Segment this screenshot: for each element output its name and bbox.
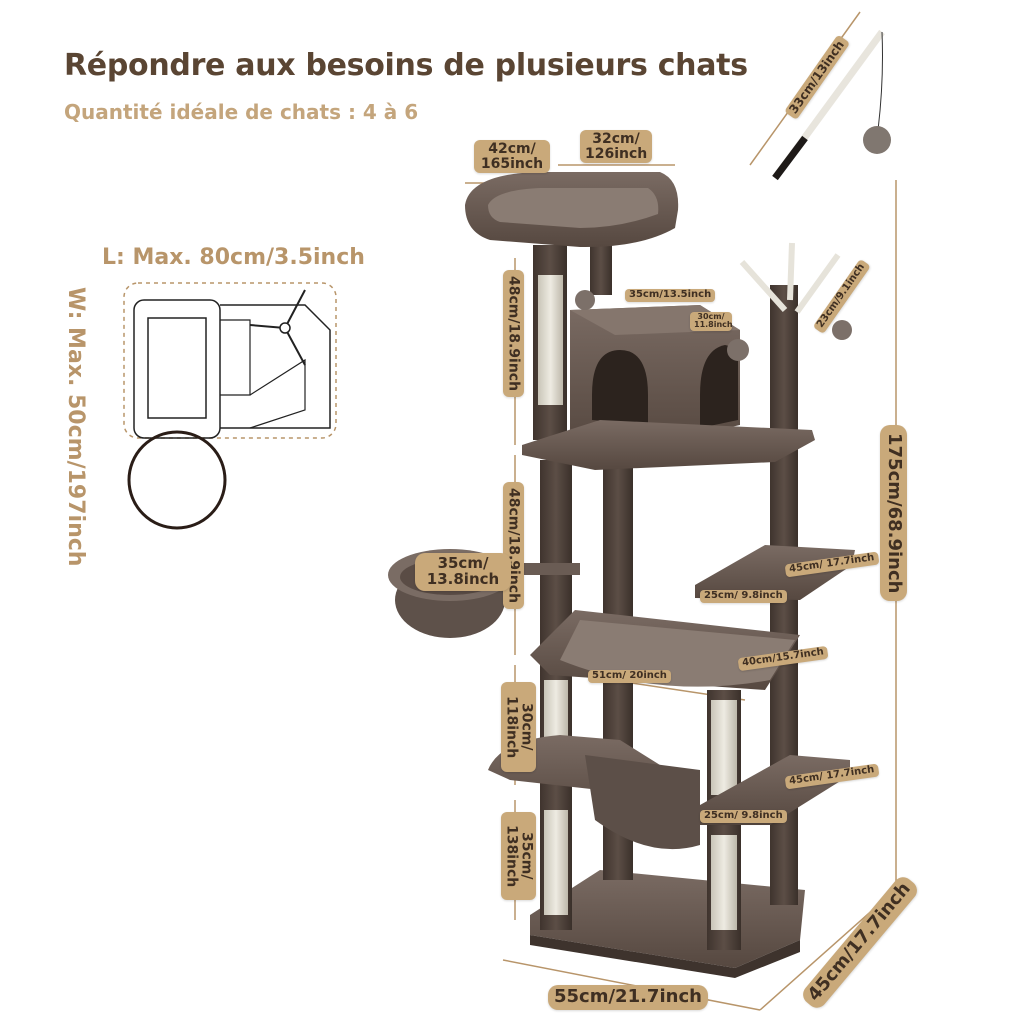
post-mid-height-tag: 48cm/18.9inch: [503, 482, 524, 610]
bed-depth-tag: 32cm/ 126inch: [580, 130, 652, 164]
lower-right-width-tag: 25cm/ 9.8inch: [700, 810, 787, 823]
page-title: Répondre aux besoins de plusieurs chats: [64, 48, 748, 83]
base-width-tag: 55cm/21.7inch: [548, 985, 708, 1010]
hammock-width-tag: 51cm/ 20inch: [588, 670, 671, 683]
upper-right-platform: [695, 545, 855, 600]
total-height-tag: 175cm/68.9inch: [880, 425, 907, 602]
upper-right-width-tag: 25cm/ 9.8inch: [700, 590, 787, 603]
basket-diameter-tag: 35cm/ 13.8inch: [415, 553, 511, 591]
footprint-diagram: [123, 282, 337, 530]
page-subtitle: Quantité idéale de chats : 4 à 6: [64, 100, 419, 124]
condo: [570, 290, 749, 445]
condo-depth-tag: 30cm/ 11.8inch: [690, 312, 733, 331]
footprint-width-label: W: Max. 50cm/197inch: [63, 287, 88, 567]
perch-sticks: [739, 242, 852, 340]
wand-toy: [772, 29, 891, 181]
post-top-height-tag: 48cm/18.9inch: [503, 270, 524, 398]
lower-hammock: [488, 735, 700, 850]
upper-platform: [522, 420, 815, 470]
bed-width-tag: 42cm/ 165inch: [474, 140, 550, 174]
post-low-height-tag: 30cm/ 118inch: [501, 682, 537, 772]
top-bed: [465, 172, 679, 248]
post-base-height-tag: 35cm/ 138inch: [501, 812, 537, 900]
footprint-length-label: L: Max. 80cm/3.5inch: [102, 245, 365, 270]
condo-width-tag: 35cm/13.5inch: [625, 289, 716, 302]
